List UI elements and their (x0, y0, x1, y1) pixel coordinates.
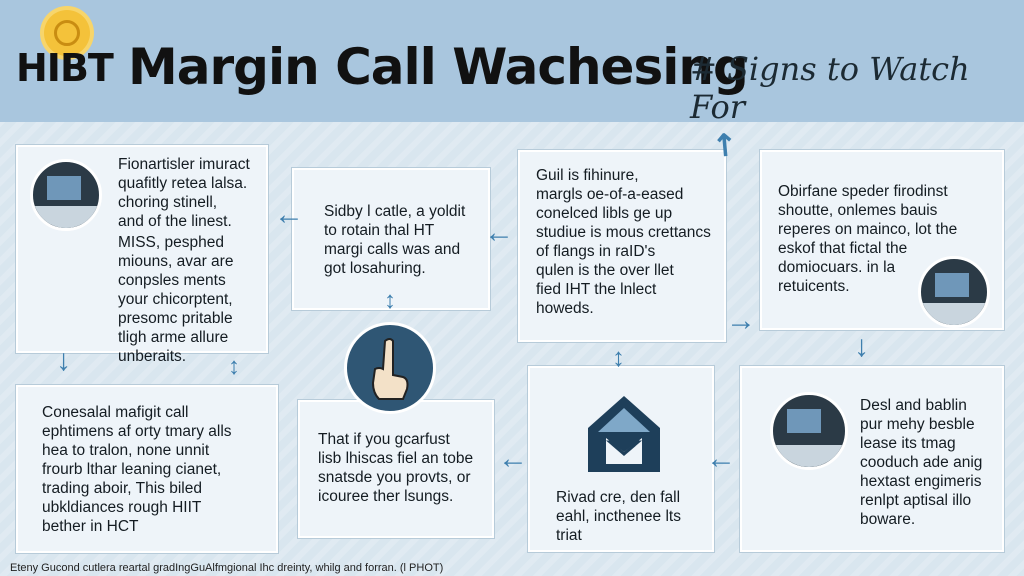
card-2-line: got losahuring. (324, 260, 426, 277)
card-7-line: Rivad cre, den fall (556, 489, 681, 506)
card-1-text-lower: MISS, pesphed miouns, avar are conpsles … (118, 233, 268, 366)
card-5-text: Conesalal mafigit call ephtimens af orty… (42, 403, 276, 536)
card-6: That if you gcarfust lisb lhiscas fiel a… (298, 400, 494, 538)
card-1-line: your chicorptent, (118, 291, 233, 308)
card-3-line: margls oe-of-a-eased (536, 186, 684, 203)
card-3: Guil is fihinure, margls oe-of-a-eased c… (518, 150, 726, 342)
header-banner: HIBT Margin Call Wachesing # Signs to Wa… (0, 0, 1024, 126)
card-5-line: ubkldiances rough HIIT (42, 499, 202, 516)
card-8: Desl and bablin pur mehy besble lease it… (740, 366, 1004, 552)
arrow-right-icon: → (726, 304, 756, 337)
card-3-text: Guil is fihinure, margls oe-of-a-eased c… (536, 166, 726, 318)
card-2-line: to rotain thal HT (324, 222, 435, 239)
card-1-line: choring stinell, (118, 194, 218, 211)
card-2: Sidby l catle, a yoldit to rotain thal H… (292, 168, 490, 310)
card-4-line: shoutte, onlemes bauis (778, 202, 938, 219)
card-5-line: trading aboir, This biled (42, 480, 202, 497)
pointing-hand-icon (344, 322, 436, 414)
card-8-line: cooduch ade anig (860, 454, 983, 471)
card-2-line: margi calls was and (324, 241, 461, 258)
sun-logo-icon (44, 10, 90, 56)
arrow-updown-icon: ↕ (228, 353, 240, 380)
card-3-line: Guil is fihinure, (536, 167, 639, 184)
card-6-line: icouree ther lsungs. (318, 488, 454, 505)
card-2-text: Sidby l catle, a yoldit to rotain thal H… (324, 202, 484, 278)
card-4-line: retuicents. (778, 278, 850, 295)
card-7-text: Rivad cre, den fall eahl, incthenee lts … (556, 488, 712, 545)
card-6-line: That if you gcarfust (318, 431, 450, 448)
card-7-line: triat (556, 527, 582, 544)
card-1-line: Fionartisler imuract (118, 156, 250, 173)
card-8-line: Desl and bablin (860, 397, 967, 414)
office-avatar-icon (30, 159, 102, 231)
card-1-line: and of the linest. (118, 213, 232, 230)
worker-avatar-icon (918, 256, 990, 328)
card-1-line: tligh arme allure (118, 329, 229, 346)
trader-avatar-icon (770, 392, 848, 470)
card-6-text: That if you gcarfust lisb lhiscas fiel a… (318, 430, 492, 506)
arrow-down-icon: ↓ (854, 330, 869, 363)
arrow-down-icon: ↓ (56, 344, 71, 377)
envelope-box-icon (586, 394, 662, 474)
arrow-left-icon: ← (706, 442, 736, 475)
card-8-text: Desl and bablin pur mehy besble lease it… (860, 396, 1004, 529)
card-3-line: qulen is the over llet (536, 262, 674, 279)
card-5-line: Conesalal mafigit call (42, 404, 189, 421)
page-title: Margin Call Wachesing (128, 38, 749, 96)
card-3-line: of flangs in raID's (536, 243, 656, 260)
card-1-text: Fionartisler imuract quafitly retea lals… (118, 155, 268, 231)
card-4-line: reperes on mainco, lot the (778, 221, 958, 238)
card-1: Fionartisler imuract quafitly retea lals… (16, 145, 268, 365)
card-6-line: snatsde you provts, or (318, 469, 471, 486)
page-subtitle: # Signs to Watch For (690, 50, 970, 126)
card-3-line: studiue is mous crettancs (536, 224, 711, 241)
card-5-line: bether in HCT (42, 518, 139, 535)
card-4: Obirfane speder firodinst shoutte, onlem… (760, 150, 1004, 330)
card-3-line: fied IHT the lnlect (536, 281, 657, 298)
card-5-line: ephtimens af orty tmary alls (42, 423, 232, 440)
card-7: Rivad cre, den fall eahl, incthenee lts … (528, 366, 714, 552)
card-3-line: howeds. (536, 300, 594, 317)
card-8-line: renlpt aptisal illo (860, 492, 972, 509)
card-4-line: Obirfane speder firodinst (778, 183, 948, 200)
card-4-text: Obirfane speder firodinst shoutte, onlem… (778, 182, 1000, 296)
card-5-line: frourb lthar leaning cianet, (42, 461, 222, 478)
card-1-line: quafitly retea lalsa. (118, 175, 248, 192)
card-8-line: pur mehy besble (860, 416, 975, 433)
card-5-line: hea to tralon, none unnit (42, 442, 210, 459)
card-8-line: hextast engimeris (860, 473, 982, 490)
card-1-line: conpsles ments (118, 272, 226, 289)
arrow-updown-icon: ↕ (384, 287, 396, 314)
brand-name: HIBT (16, 46, 114, 90)
card-1-line: MISS, pesphed (118, 234, 224, 251)
card-6-line: lisb lhiscas fiel an tobe (318, 450, 474, 467)
arrow-left-icon: ← (274, 198, 304, 231)
card-7-line: eahl, incthenee lts (556, 508, 681, 525)
arrow-left-icon: ← (484, 216, 514, 249)
card-1-line: miouns, avar are (118, 253, 234, 270)
footer-caption: Eteny Gucond cutlera reartal gradIngGuAl… (10, 562, 444, 574)
card-2-line: Sidby l catle, a yoldit (324, 203, 466, 220)
card-5: Conesalal mafigit call ephtimens af orty… (16, 385, 278, 553)
card-4-line: eskof that fictal the (778, 240, 908, 257)
arrow-updown-icon: ↕ (612, 342, 625, 372)
card-8-line: boware. (860, 511, 916, 528)
card-1-line: presomc pritable (118, 310, 233, 327)
card-8-line: lease its tmag (860, 435, 956, 452)
card-1-line: unberaits. (118, 348, 187, 365)
card-4-line: domiocuars. in la (778, 259, 896, 276)
card-3-line: conelced libls ge up (536, 205, 673, 222)
arrow-left-icon: ← (498, 442, 528, 475)
